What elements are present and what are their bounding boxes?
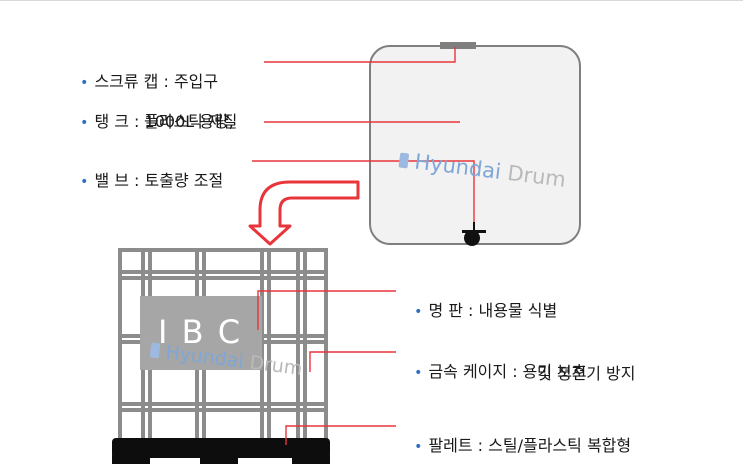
- nameplate: [140, 296, 262, 370]
- transfer-arrow: [248, 180, 360, 246]
- valve-knob: [464, 230, 480, 246]
- label-cage-cont: 및 정전기 방지: [537, 364, 636, 383]
- leader-nameplate: [257, 290, 396, 330]
- pallet-foot-right: [292, 455, 330, 464]
- leader-cage: [309, 351, 396, 372]
- top-divider: [0, 0, 743, 1]
- label-cage: •금속 케이지 : 용기 보호: [414, 362, 587, 381]
- leader-valve: [252, 160, 475, 222]
- screw-cap: [440, 42, 476, 49]
- label-screw-cap: •스크류 캡 : 주입구: [80, 72, 219, 91]
- bullet-icon: •: [80, 174, 89, 190]
- label-pallet: •팔레트 : 스틸/플라스틱 복합형: [414, 436, 632, 455]
- nameplate-text: I B C: [158, 313, 243, 351]
- leader-cap: [264, 47, 456, 63]
- bullet-icon: •: [414, 365, 423, 381]
- pallet-foot-mid: [200, 455, 238, 464]
- brand-logo-icon: [398, 152, 410, 169]
- bullet-icon: •: [80, 75, 89, 91]
- label-tank: •탱 크 : 1000L 용량,: [80, 112, 234, 131]
- label-valve: •밸 브 : 토출량 조절: [80, 171, 224, 190]
- pallet-top: [112, 438, 330, 458]
- pallet-foot-left: [112, 455, 150, 464]
- bullet-icon: •: [80, 115, 89, 131]
- bullet-icon: •: [414, 304, 423, 320]
- label-tank-cont: 플라스틱 재질: [144, 112, 238, 131]
- leader-pallet: [285, 425, 396, 445]
- bullet-icon: •: [414, 439, 423, 455]
- label-nameplate: •명 판 : 내용물 식별: [414, 301, 558, 320]
